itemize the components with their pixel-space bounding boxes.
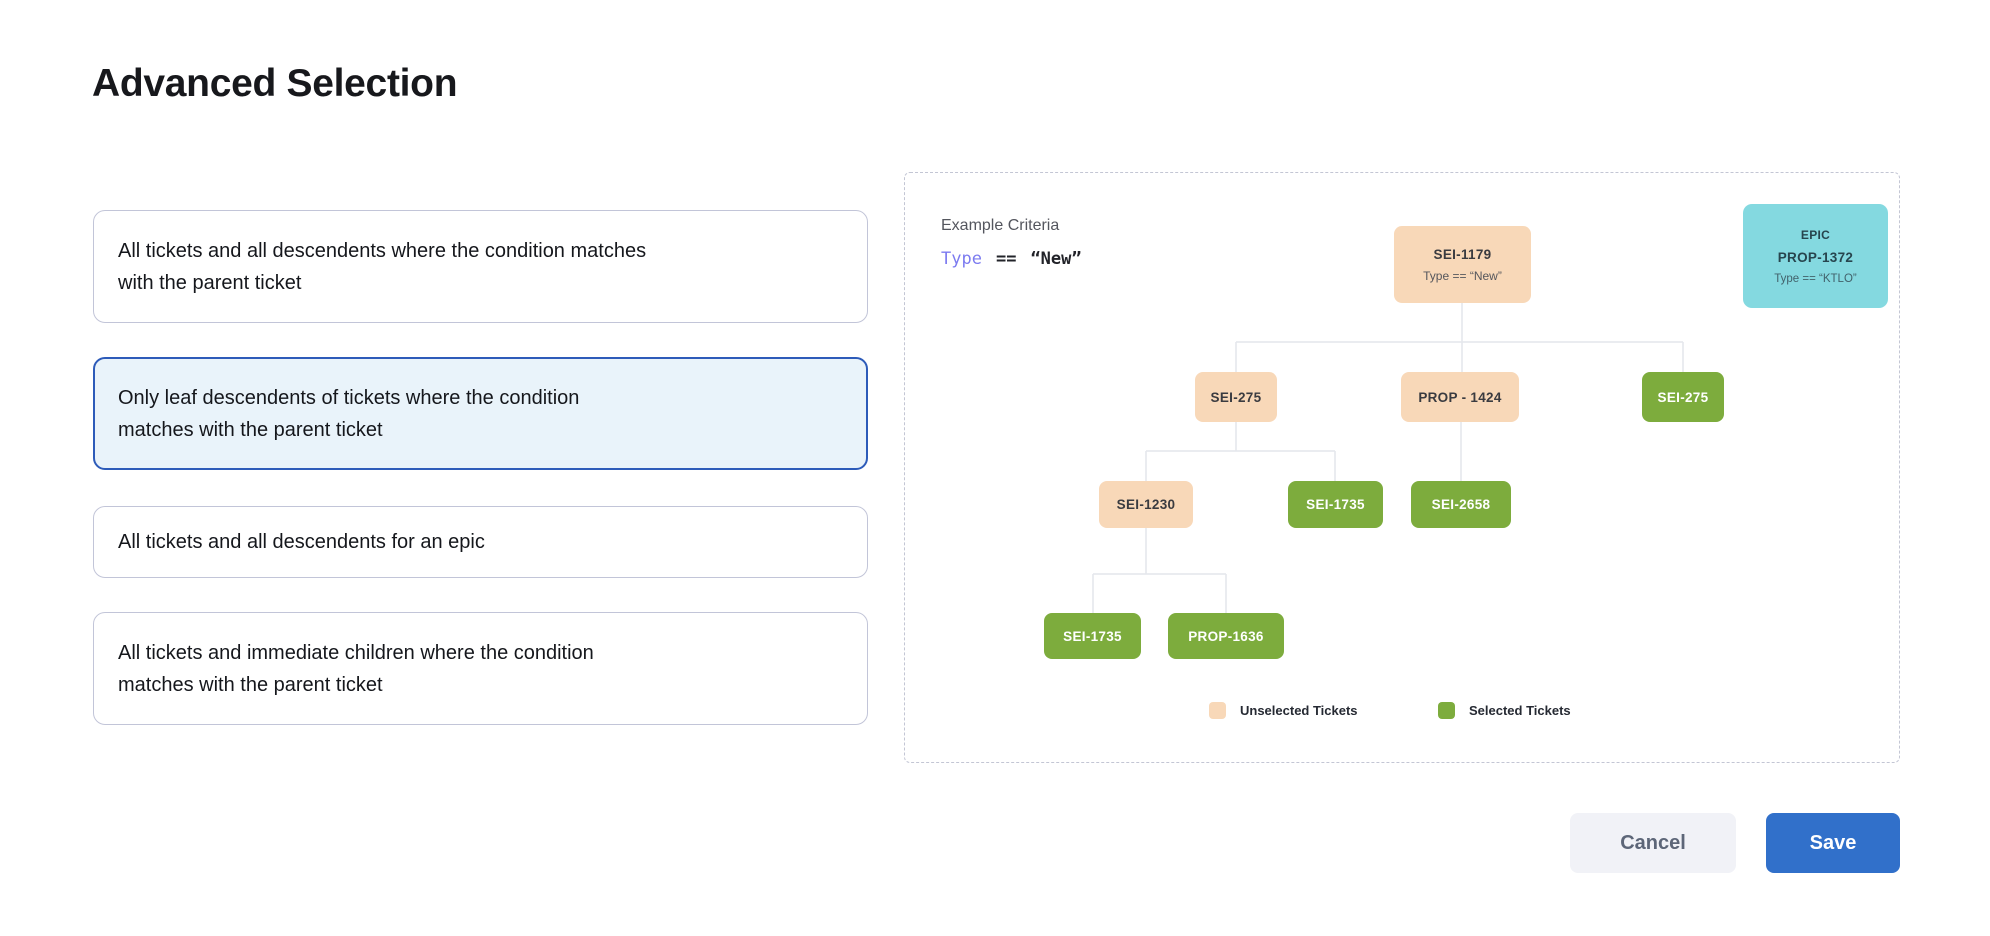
legend-selected: Selected Tickets [1438,702,1571,719]
node-id: SEI-2658 [1431,497,1491,512]
node-id: SEI-1230 [1116,497,1176,512]
node-sei-275-selected: SEI-275 [1642,372,1724,422]
legend-selected-swatch [1438,702,1455,719]
option-label: All tickets and all descendents where th… [118,239,647,294]
option-label: Only leaf descendents of tickets where t… [118,386,580,441]
node-sei-1735-leaf: SEI-1735 [1044,613,1141,659]
node-sei-1230: SEI-1230 [1099,481,1193,528]
criteria-field: Type [941,249,982,269]
save-button[interactable]: Save [1766,813,1900,873]
node-sei-1735-mid: SEI-1735 [1288,481,1383,528]
legend-selected-label: Selected Tickets [1469,703,1571,718]
node-id: SEI-1735 [1306,497,1365,512]
option-card-3[interactable]: All tickets and all descendents for an e… [93,506,868,578]
criteria-value: “New” [1030,249,1082,269]
node-condition: Type == “New” [1423,268,1502,283]
option-label: All tickets and all descendents for an e… [118,531,485,553]
legend-unselected-swatch [1209,702,1226,719]
criteria-operator: == [995,249,1017,269]
node-prop-1424: PROP - 1424 [1401,372,1519,422]
tree-connectors [1092,303,1684,613]
node-sei-275-unselected: SEI-275 [1195,372,1277,422]
node-id: SEI-1735 [1063,628,1122,644]
legend-unselected-label: Unselected Tickets [1240,703,1358,718]
epic-condition: Type == “KTLO” [1774,272,1857,285]
node-id: SEI-275 [1210,389,1262,405]
example-panel: Example Criteria Type == “New” EPIC PROP-1… [904,172,1900,763]
legend-unselected: Unselected Tickets [1209,702,1358,719]
option-card-2[interactable]: Only leaf descendents of tickets where t… [93,357,868,470]
node-id: SEI-275 [1657,389,1709,405]
epic-card: EPIC PROP-1372 Type == “KTLO” [1743,204,1888,308]
page-title: Advanced Selection [92,62,458,105]
option-card-4[interactable]: All tickets and immediate children where… [93,612,868,725]
option-label: All tickets and immediate children where… [118,641,594,696]
node-id: PROP-1636 [1188,628,1264,644]
node-sei-1179: SEI-1179 Type == “New” [1394,226,1531,303]
node-id: PROP - 1424 [1418,389,1502,405]
node-prop-1636: PROP-1636 [1168,613,1284,659]
epic-id: PROP-1372 [1777,249,1854,265]
criteria-expression: Type == “New” [941,249,1082,269]
option-card-1[interactable]: All tickets and all descendents where th… [93,210,868,323]
node-id: SEI-1179 [1433,246,1492,262]
cancel-button[interactable]: Cancel [1570,813,1736,873]
example-criteria-heading: Example Criteria [941,217,1060,234]
epic-type-label: EPIC [1800,227,1831,242]
node-sei-2658: SEI-2658 [1411,481,1511,528]
